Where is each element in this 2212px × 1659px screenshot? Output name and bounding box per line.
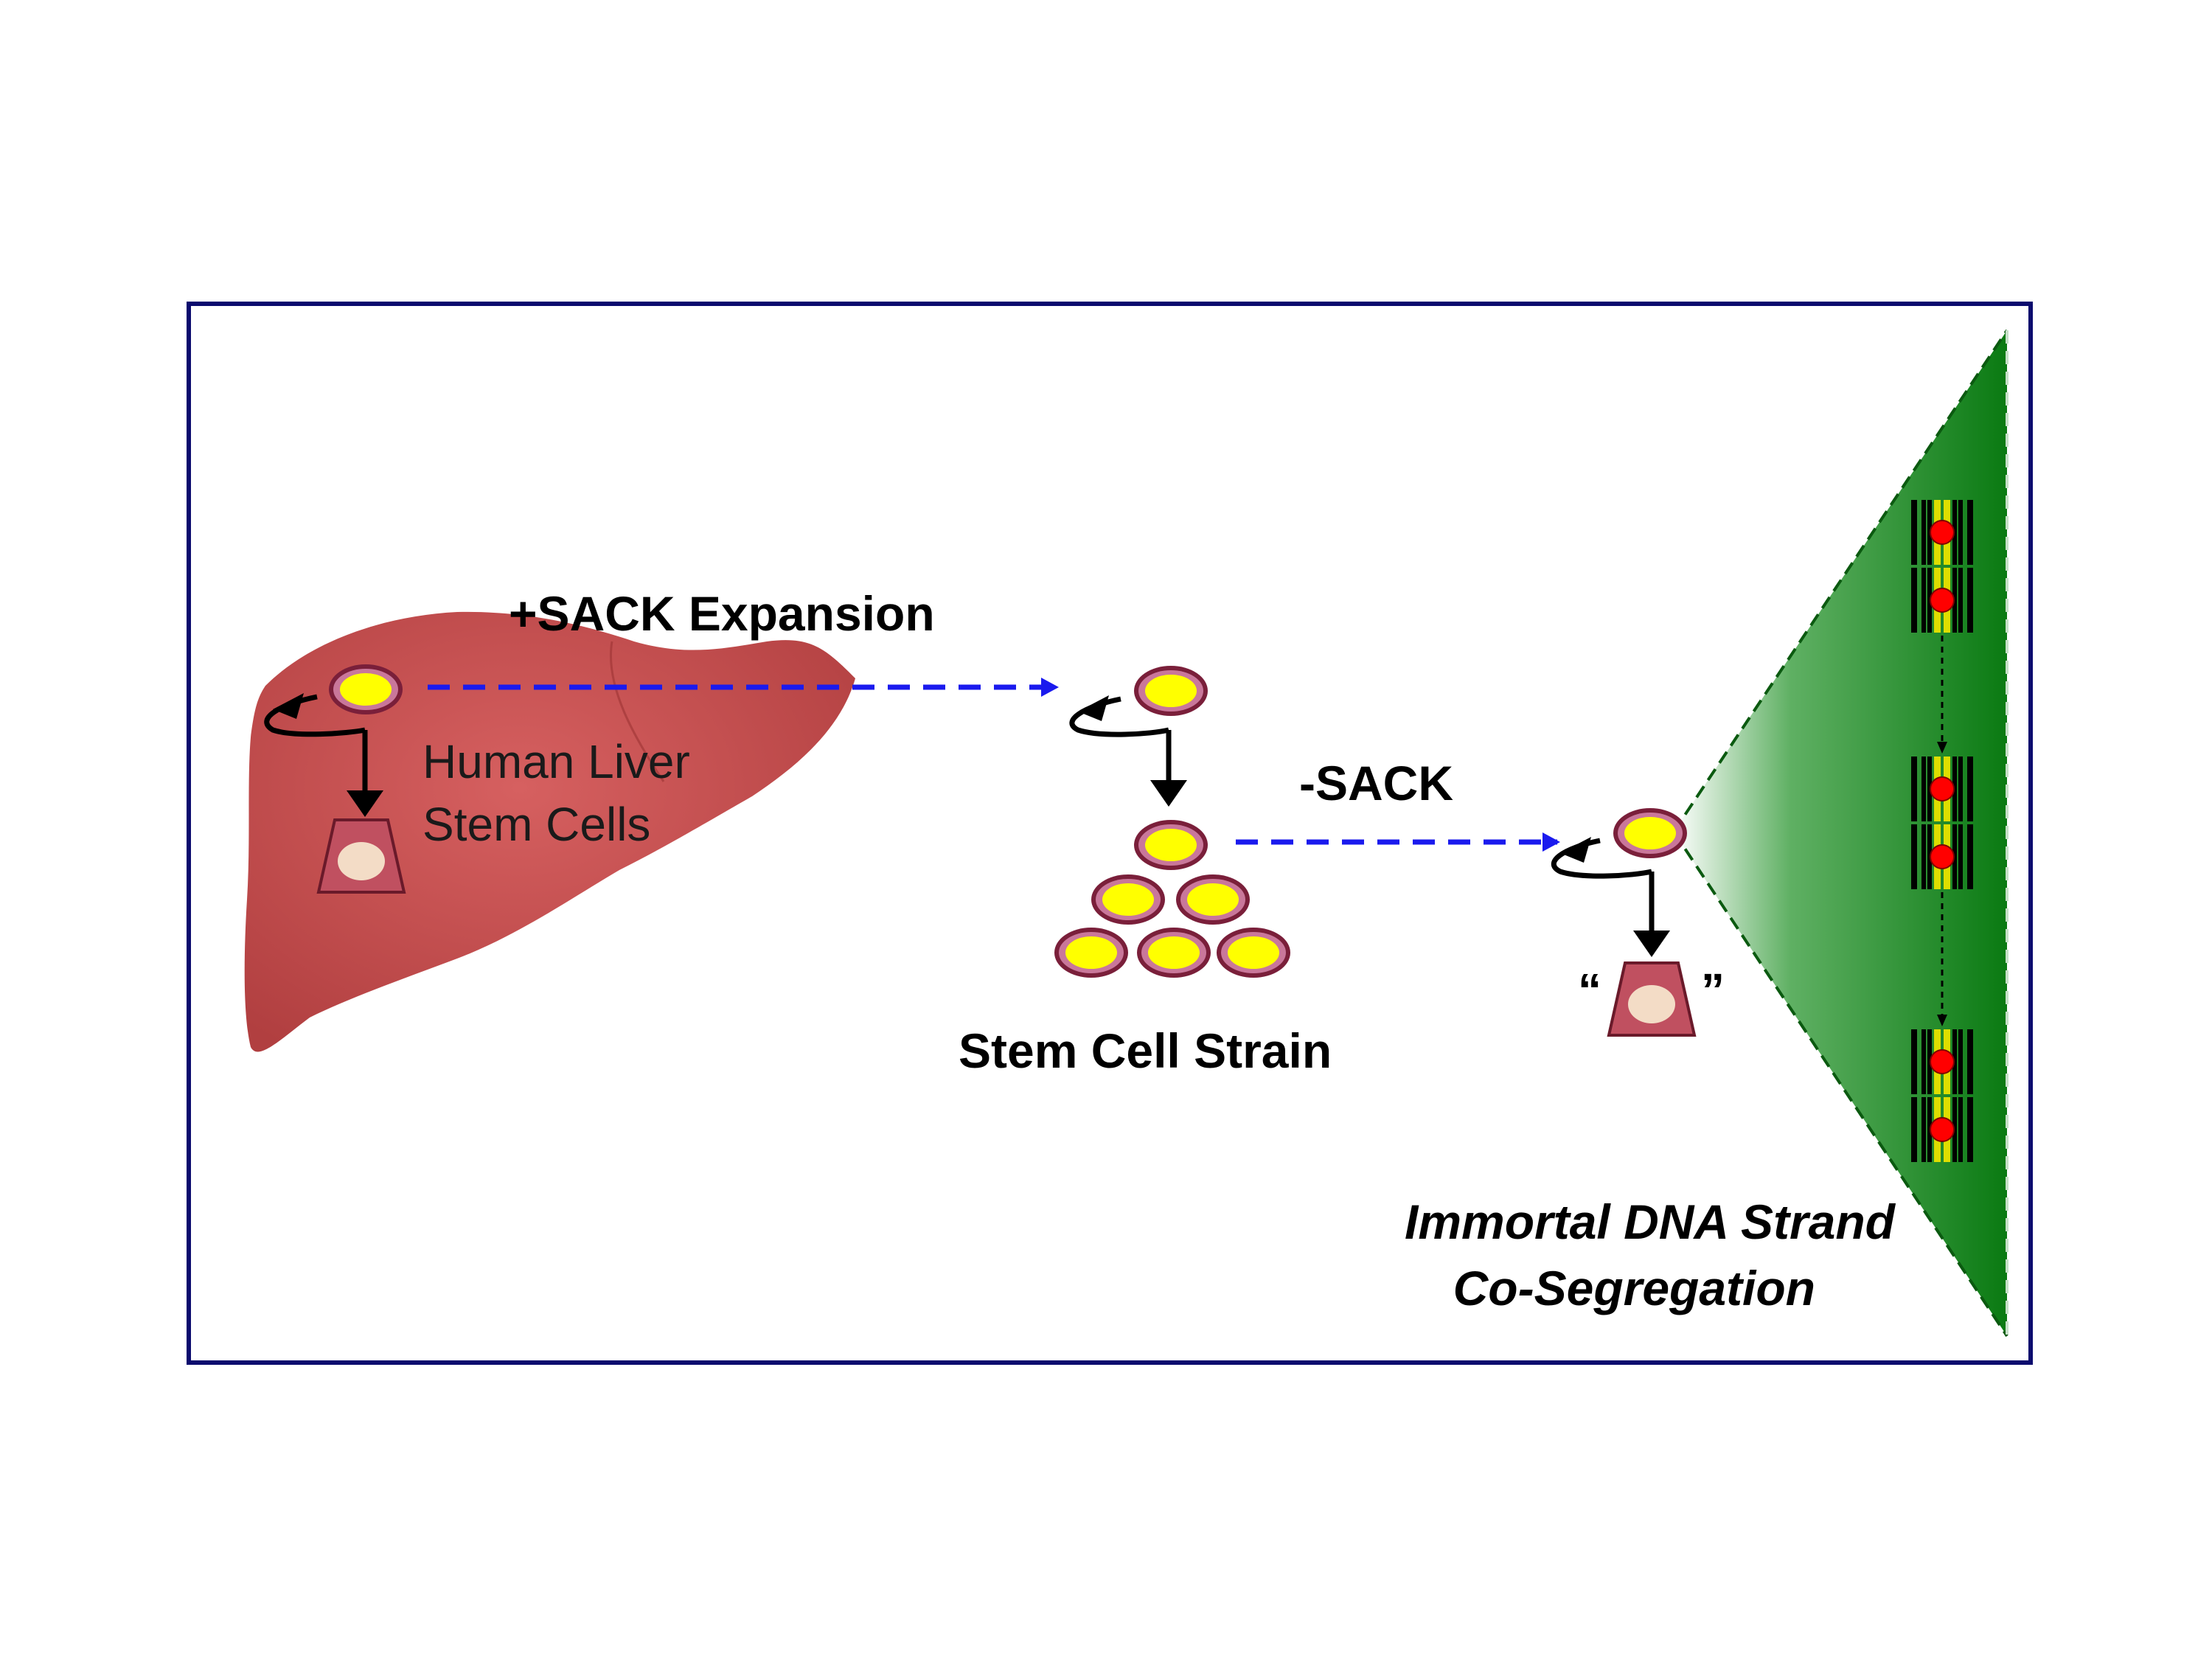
liver-stem-cell-icon — [329, 664, 403, 714]
strain-stem-cell-icon — [1134, 666, 1208, 716]
strain-cell — [1134, 820, 1208, 870]
immortal-stem-cell-icon — [1613, 808, 1687, 858]
immortal-self-renewal-arrowhead-icon — [1560, 837, 1591, 863]
differentiation-arrowhead-icon — [347, 790, 383, 817]
liver-organ-icon — [244, 611, 856, 1052]
strain-cell — [1054, 928, 1128, 978]
immortal-differentiation-arrowhead-icon — [1633, 931, 1670, 957]
liver-label-line2: Stem Cells — [422, 798, 650, 851]
liver-lobe-line — [610, 641, 665, 782]
strain-cell — [1137, 928, 1211, 978]
expansion-label: +SACK Expansion — [509, 586, 935, 641]
immortal-label-line2: Co-Segregation — [1453, 1261, 1815, 1315]
liver-label-line1: Human Liver — [422, 735, 690, 788]
strain-cell — [1176, 874, 1250, 925]
strain-cell — [1091, 874, 1165, 925]
liver-differentiated-cell-icon — [317, 818, 406, 894]
strain-self-renewal-arrowhead-icon — [1078, 695, 1109, 721]
cone-edge-lower — [1672, 830, 2008, 1338]
strain-division-arrowhead-icon — [1150, 780, 1187, 807]
strain-cell — [1217, 928, 1290, 978]
open-quote: “ — [1578, 964, 1601, 1017]
quoted-differentiated-cell-icon — [1607, 961, 1696, 1037]
self-renewal-arrowhead-icon — [273, 693, 304, 719]
cone-edge-upper — [1672, 329, 2008, 833]
minus-sack-label: -SACK — [1299, 756, 1453, 810]
strain-label: Stem Cell Strain — [959, 1023, 1332, 1078]
immortal-label-line1: Immortal DNA Strand — [1405, 1194, 1896, 1249]
close-quote: ” — [1701, 964, 1725, 1017]
